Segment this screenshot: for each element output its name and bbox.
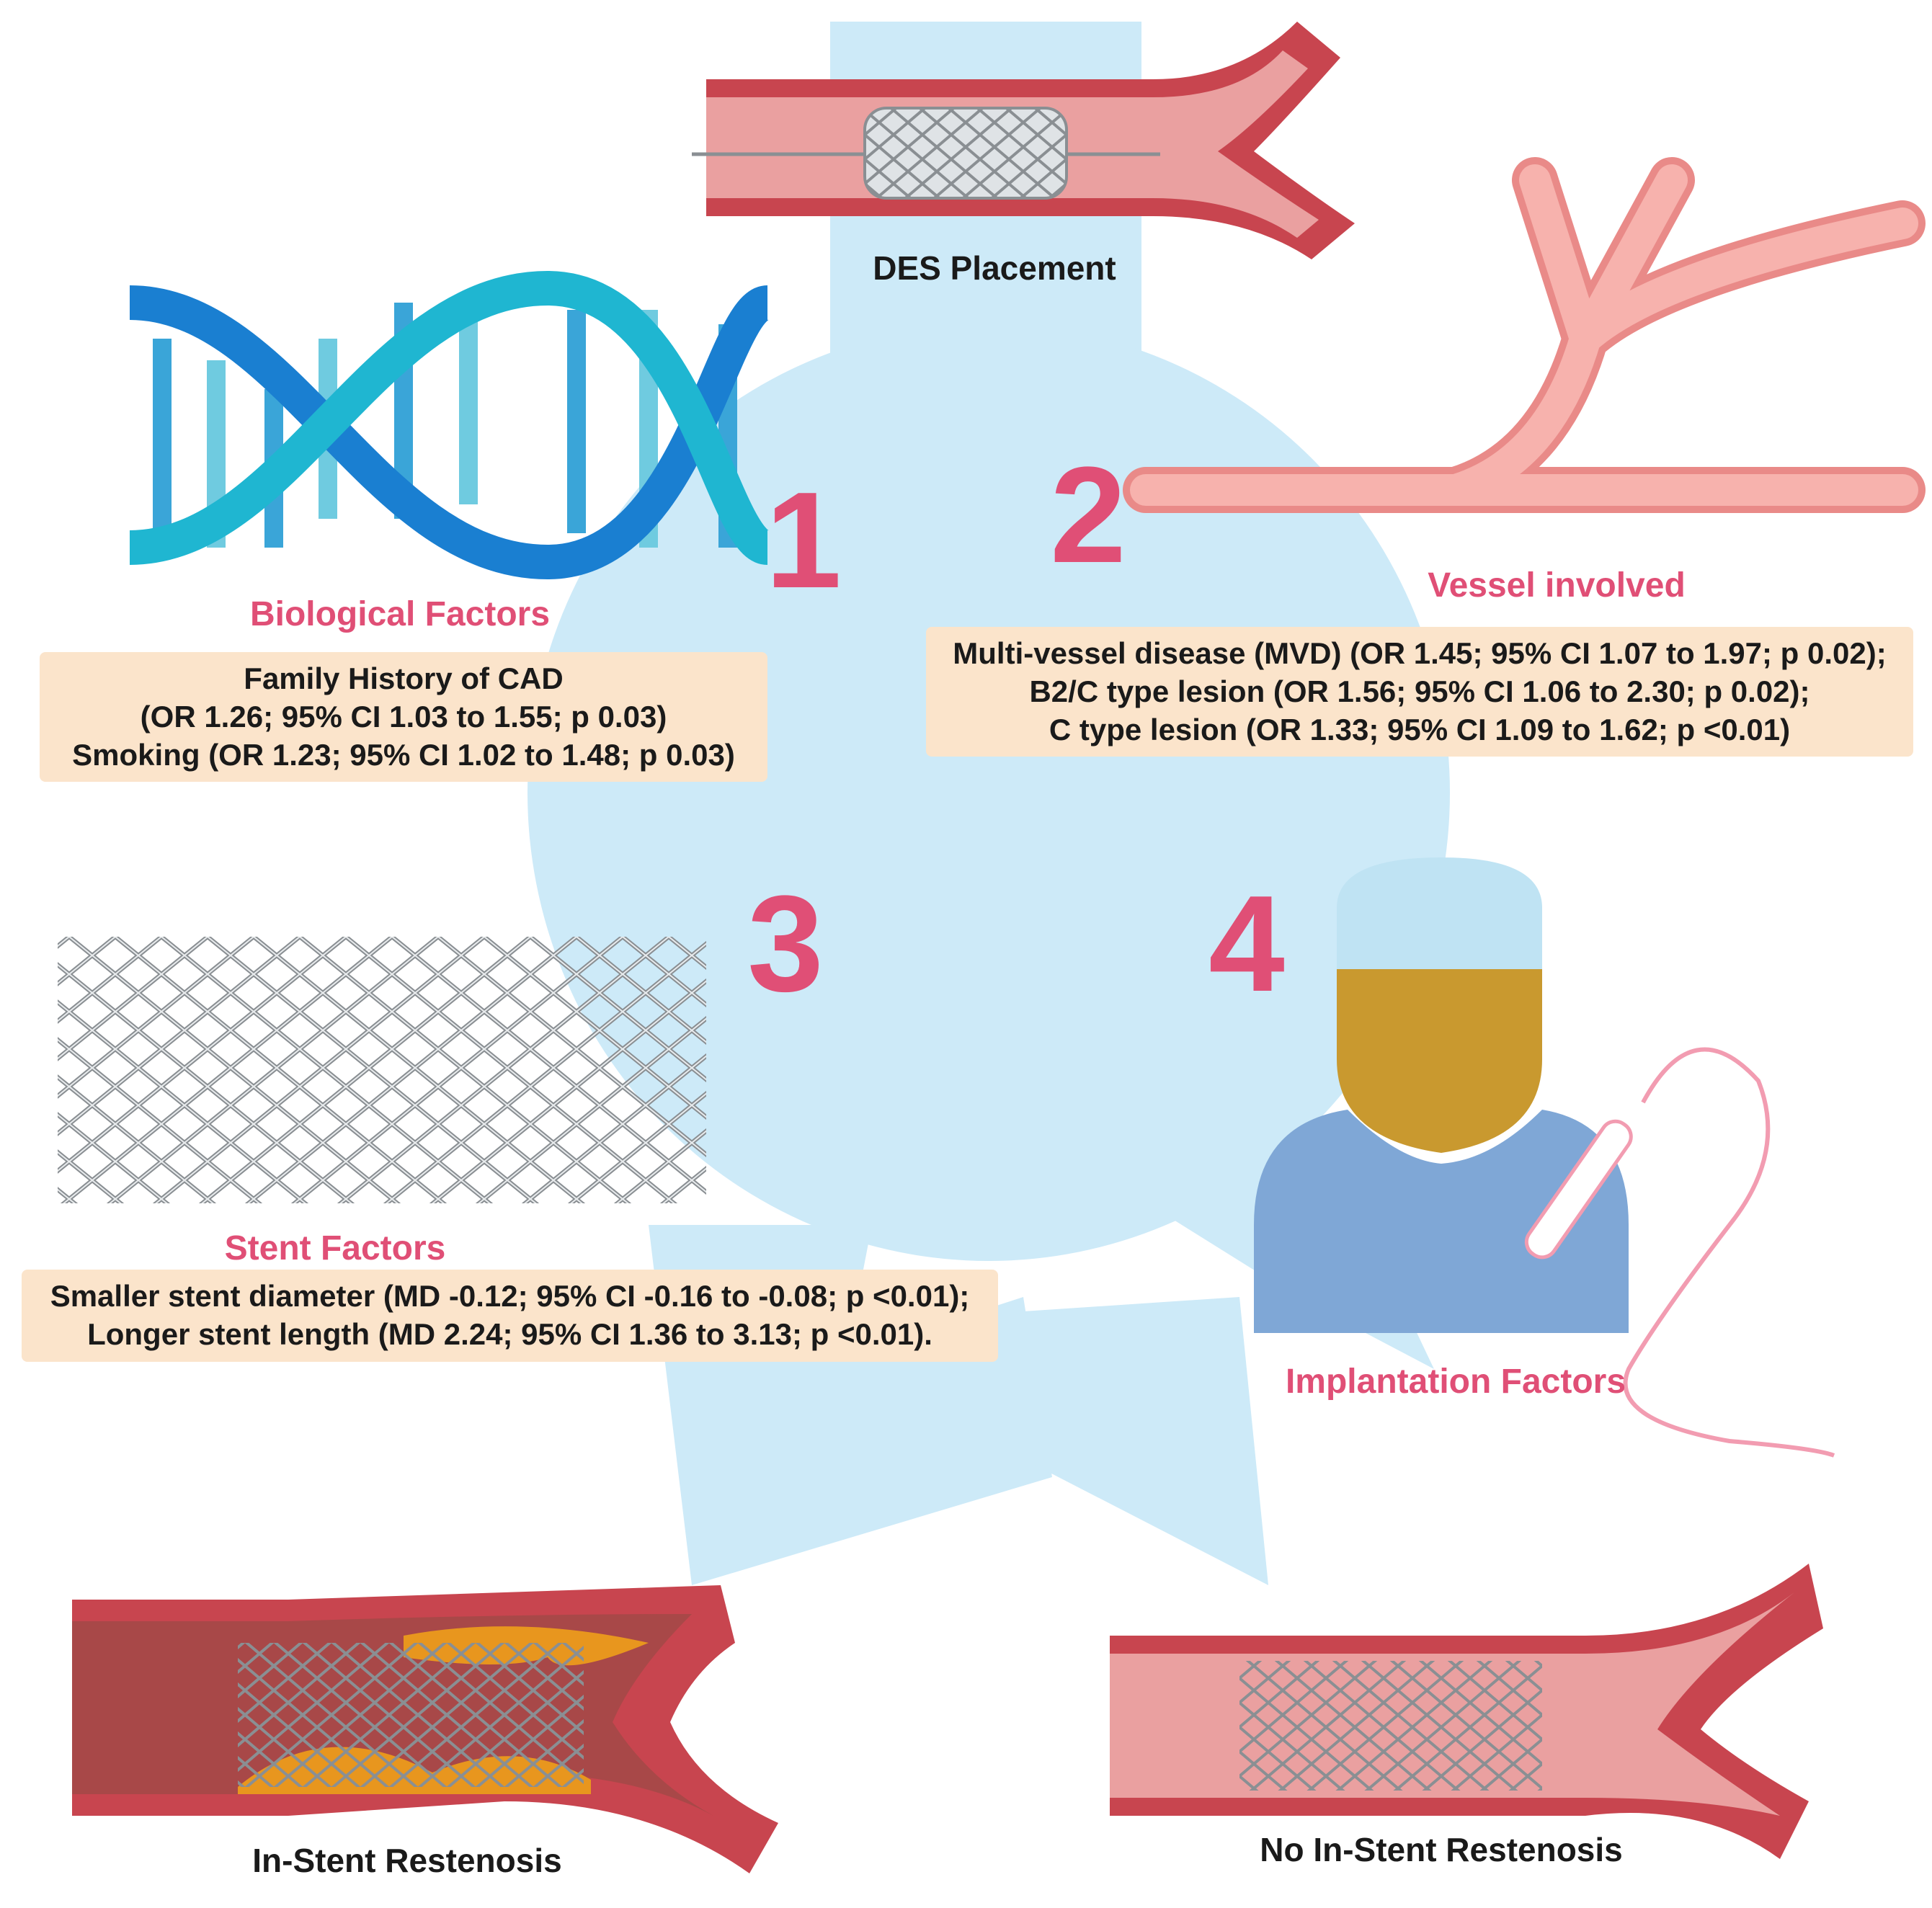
factor-3-title: Stent Factors [224, 1229, 446, 1267]
factor-1-line: (OR 1.26; 95% CI 1.03 to 1.55; p 0.03) [140, 700, 667, 734]
factor-3-line: Longer stent length (MD 2.24; 95% CI 1.3… [87, 1317, 932, 1351]
factor-2-line: B2/C type lesion (OR 1.56; 95% CI 1.06 t… [1029, 674, 1810, 708]
factor-3-number: 3 [747, 868, 824, 1020]
in-stent-restenosis-caption: In-Stent Restenosis [252, 1842, 562, 1879]
restenosis-vessel-illustration [72, 1585, 778, 1873]
factor-1-box: Family History of CAD (OR 1.26; 95% CI 1… [40, 652, 767, 782]
branching-vessel-illustration [1123, 157, 1926, 513]
factor-2-line: C type lesion (OR 1.33; 95% CI 1.09 to 1… [1049, 713, 1791, 746]
top-vessel-illustration [692, 22, 1355, 259]
factor-1-number: 1 [765, 464, 842, 617]
factor-1-line: Family History of CAD [244, 661, 564, 695]
factor-1-title: Biological Factors [249, 595, 551, 633]
no-in-stent-restenosis-caption: No In-Stent Restenosis [1260, 1831, 1623, 1868]
dna-illustration [129, 270, 772, 580]
factor-4-title: Implantation Factors [1285, 1363, 1626, 1401]
factor-2-number: 2 [1050, 439, 1126, 592]
factor-3-line: Smaller stent diameter (MD -0.12; 95% CI… [50, 1279, 970, 1313]
factor-1-line: Smoking (OR 1.23; 95% CI 1.02 to 1.48; p… [72, 738, 735, 772]
surgeon-illustration [1254, 857, 1835, 1458]
factor-4-number: 4 [1208, 868, 1285, 1020]
factor-2-line: Multi-vessel disease (MVD) (OR 1.45; 95%… [953, 636, 1887, 670]
stent-illustration [58, 937, 706, 1203]
des-placement-caption: DES Placement [873, 249, 1116, 287]
healthy-vessel-illustration [1110, 1564, 1823, 1859]
factor-2-box: Multi-vessel disease (MVD) (OR 1.45; 95%… [926, 627, 1913, 757]
factor-2-title: Vessel involved [1428, 566, 1686, 605]
factor-3-box: Smaller stent diameter (MD -0.12; 95% CI… [22, 1270, 998, 1362]
